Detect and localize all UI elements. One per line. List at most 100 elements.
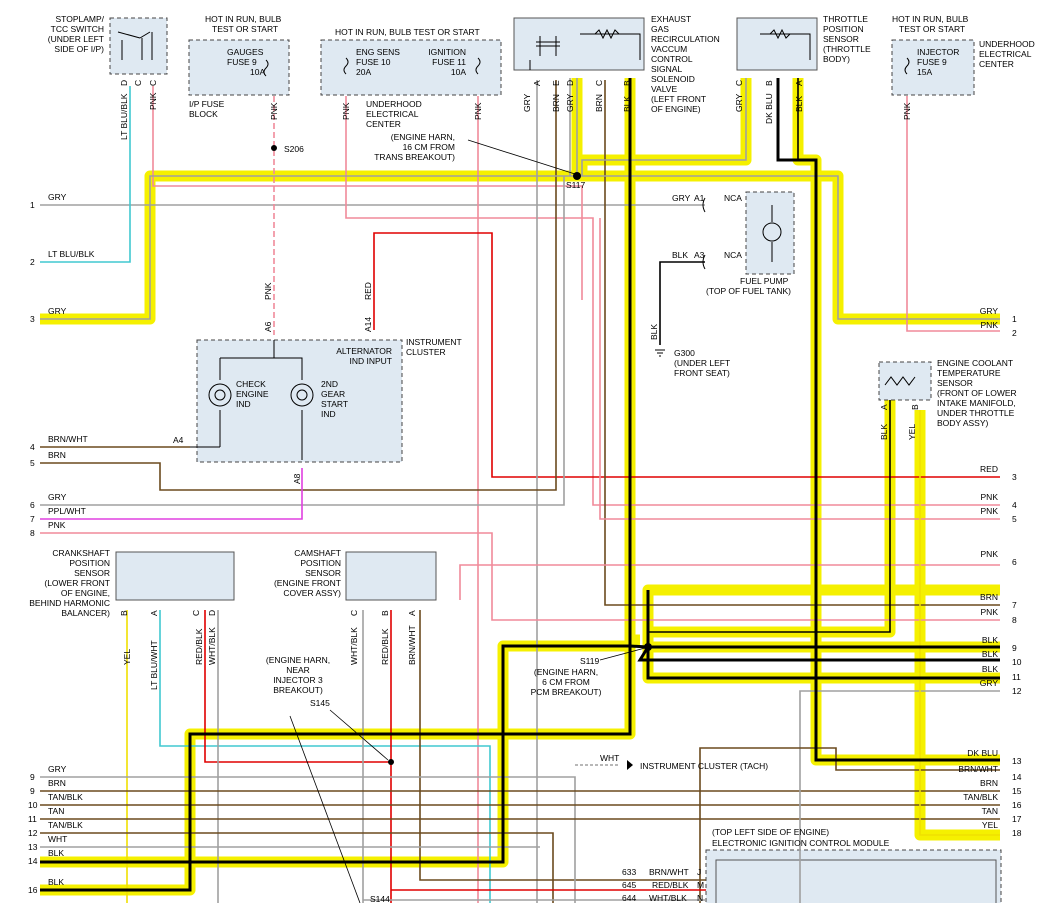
svg-text:10A: 10A [451,67,466,77]
svg-text:TCC SWITCH: TCC SWITCH [51,24,104,34]
svg-text:ALTERNATOR: ALTERNATOR [336,346,392,356]
svg-text:INSTRUMENT CLUSTER (TACH): INSTRUMENT CLUSTER (TACH) [640,761,768,771]
stoplamp-switch-box [109,17,168,75]
svg-text:BEHIND HARMONIC: BEHIND HARMONIC [29,598,110,608]
svg-text:PNK: PNK [981,549,999,559]
svg-text:TAN: TAN [48,806,64,816]
svg-text:BRN: BRN [980,592,998,602]
svg-text:WHT: WHT [48,834,67,844]
fuse-block-header: HOT IN RUN, BULB TEST OR START [205,14,282,34]
svg-text:FUSE 10: FUSE 10 [356,57,391,67]
svg-text:(ENGINE HARN,: (ENGINE HARN, [391,132,455,142]
svg-text:IND: IND [321,409,336,419]
svg-text:INJECTOR 3: INJECTOR 3 [273,675,323,685]
svg-text:1: 1 [30,200,35,210]
svg-text:BRN: BRN [980,778,998,788]
svg-text:GRY: GRY [565,93,575,112]
svg-text:CLUSTER: CLUSTER [406,347,446,357]
ignition-fuse-label: IGNITION FUSE 11 10A [428,47,466,77]
svg-text:INJECTOR: INJECTOR [917,47,959,57]
svg-text:7: 7 [30,514,35,524]
svg-text:PNK: PNK [981,506,999,516]
svg-text:GRY: GRY [672,193,691,203]
svg-text:11: 11 [28,814,37,824]
svg-text:GRY: GRY [48,192,67,202]
svg-text:DK BLU: DK BLU [764,93,774,124]
svg-text:PCM BREAKOUT): PCM BREAKOUT) [531,687,602,697]
injector-header: HOT IN RUN, BULB TEST OR START [892,14,969,34]
svg-text:PPL/WHT: PPL/WHT [48,506,86,516]
svg-text:INTAKE MANIFOLD,: INTAKE MANIFOLD, [937,398,1016,408]
svg-text:CHECK: CHECK [236,379,266,389]
svg-text:WHT/BLK: WHT/BLK [649,893,687,903]
svg-text:CONTROL: CONTROL [651,54,693,64]
svg-text:A8: A8 [292,473,302,484]
svg-text:ENGINE COOLANT: ENGINE COOLANT [937,358,1013,368]
stoplamp-label: STOPLAMP/ TCC SWITCH (UNDER LEFT SIDE OF… [48,14,105,54]
svg-text:GRY: GRY [980,678,999,688]
svg-text:15A: 15A [917,67,932,77]
s145-splice [388,759,394,765]
svg-text:BODY): BODY) [823,54,850,64]
svg-text:M: M [697,880,704,890]
svg-text:GRY: GRY [734,93,744,112]
svg-text:BRN/WHT: BRN/WHT [407,625,417,665]
svg-text:SIDE OF I/P): SIDE OF I/P) [54,44,104,54]
svg-text:BLK: BLK [794,96,804,112]
svg-text:TEST OR START: TEST OR START [212,24,278,34]
crank-label: CRANKSHAFT POSITION SENSOR (LOWER FRONT … [29,548,110,618]
svg-text:GRY: GRY [48,306,67,316]
tps-label: THROTTLE POSITION SENSOR (THROTTLE BODY) [823,14,871,64]
svg-text:2ND: 2ND [321,379,338,389]
svg-text:4: 4 [30,442,35,452]
svg-text:A6: A6 [263,321,273,332]
svg-text:PNK: PNK [269,102,279,120]
svg-text:9: 9 [30,786,35,796]
svg-text:GAS: GAS [651,24,669,34]
svg-text:644: 644 [622,893,636,903]
svg-text:UNDERHOOD: UNDERHOOD [979,39,1035,49]
svg-text:A14: A14 [363,317,373,332]
vertical-wire-labels: D C C LT BLU/BLK PNK PNK PNK PNK A E D C… [119,80,920,690]
svg-text:645: 645 [622,880,636,890]
svg-text:633: 633 [622,867,636,877]
wires [40,80,1000,903]
svg-text:RED/BLK: RED/BLK [194,628,204,665]
svg-text:RED/BLK: RED/BLK [380,628,390,665]
svg-text:10: 10 [1012,657,1022,667]
svg-text:YEL: YEL [122,649,132,665]
ip-fuse-block-label: I/P FUSE BLOCK [189,99,225,119]
ect-label: ENGINE COOLANT TEMPERATURE SENSOR (FRONT… [937,358,1017,428]
svg-text:CENTER: CENTER [366,119,401,129]
check-engine-label: CHECK ENGINE IND [236,379,269,409]
cam-label: CAMSHAFT POSITION SENSOR (ENGINE FRONT C… [274,548,341,598]
svg-text:(ENGINE HARN,: (ENGINE HARN, [266,655,330,665]
svg-text:PNK: PNK [981,492,999,502]
svg-text:BLK: BLK [982,664,998,674]
svg-text:GRY: GRY [522,93,532,112]
svg-text:B: B [910,404,920,410]
svg-text:D: D [207,610,217,616]
svg-text:1: 1 [1012,314,1017,324]
svg-text:VALVE: VALVE [651,84,677,94]
svg-text:GRY: GRY [980,306,999,316]
svg-text:BODY ASSY): BODY ASSY) [937,418,989,428]
egr-label: EXHAUST GAS RECIRCULATION VACCUM CONTROL… [651,14,720,114]
svg-text:TAN: TAN [982,806,998,816]
svg-text:WHT: WHT [600,753,619,763]
svg-text:PNK: PNK [902,102,912,120]
svg-text:OF ENGINE,: OF ENGINE, [61,588,110,598]
svg-text:(FRONT OF LOWER: (FRONT OF LOWER [937,388,1017,398]
svg-text:11: 11 [1012,672,1021,682]
circuit-highlight [40,78,1000,896]
svg-text:BLOCK: BLOCK [189,109,218,119]
svg-text:GRY: GRY [48,492,67,502]
svg-text:16 CM FROM: 16 CM FROM [403,142,455,152]
svg-text:POSITION: POSITION [69,558,110,568]
svg-text:14: 14 [28,856,38,866]
svg-text:(TOP LEFT SIDE OF ENGINE): (TOP LEFT SIDE OF ENGINE) [712,827,829,837]
tach-label: INSTRUMENT CLUSTER (TACH) [627,760,768,771]
svg-text:SENSOR: SENSOR [823,34,859,44]
